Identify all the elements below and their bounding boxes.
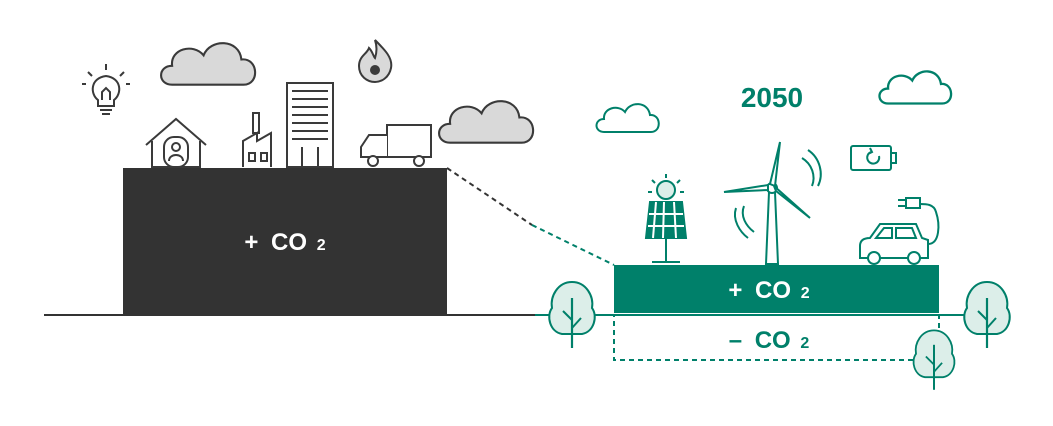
year-label: 2050 [741, 82, 803, 113]
cloud-icon [160, 42, 257, 86]
connector-dashed-teal [531, 224, 615, 266]
tree-icon [548, 280, 596, 350]
factory-icon [242, 112, 272, 167]
battery-icon [850, 145, 897, 171]
future-emissions-label: + CO 2 [728, 277, 809, 304]
tree-icon [912, 329, 956, 391]
cloud-outline-icon [878, 70, 953, 105]
emissions-block-label: + CO 2 [244, 229, 325, 256]
solar-panel-icon [644, 174, 688, 263]
office-building-icon [286, 82, 334, 168]
wind-turbine-icon [723, 141, 822, 265]
removal-label: – CO 2 [729, 327, 810, 354]
emissions-block [123, 168, 447, 316]
future-emissions-block [614, 265, 939, 313]
flame-icon [357, 39, 393, 84]
house-icon [145, 117, 207, 168]
tree-icon [963, 280, 1011, 350]
lightbulb-icon [82, 64, 130, 115]
removal-dashed-box [613, 314, 940, 361]
electric-car-icon [859, 197, 940, 265]
cloud-outline-icon [595, 103, 660, 133]
truck-icon [360, 124, 432, 167]
cloud-icon [438, 100, 535, 144]
connector-dashed-dark [446, 167, 533, 226]
